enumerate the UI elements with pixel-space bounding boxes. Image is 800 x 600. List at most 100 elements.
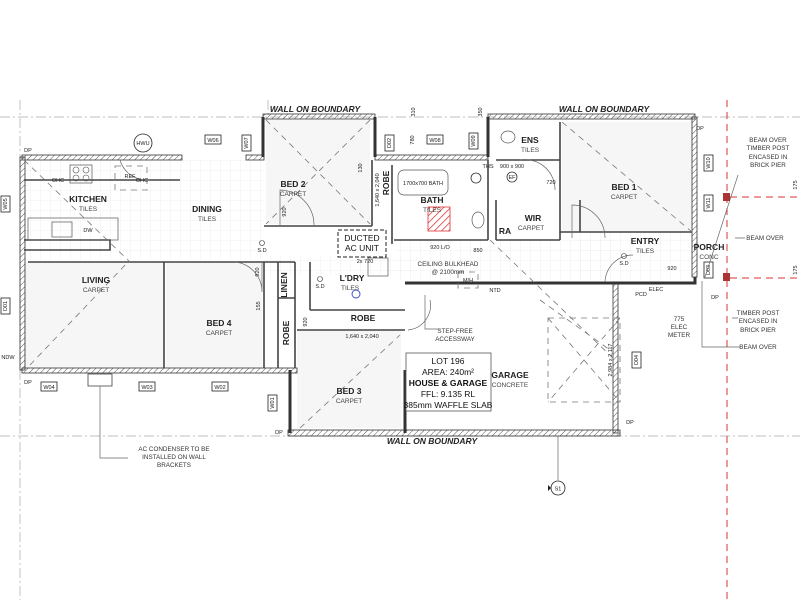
dim-label: 1,640 x 2,040 [375,173,381,206]
timber-post-note: BRICK PIER [740,327,776,334]
garage-door-outline [547,317,621,403]
elec-meter-note: 775 [674,316,685,323]
room-ensuite: ENS [521,135,539,145]
opening-tags: W04 W03 W02 W06 W08 W01 D01 W05 W07 D02 … [0,132,714,412]
boundary-label: WALL ON BOUNDARY [387,436,479,446]
toilet-icon [471,211,485,229]
robe-bed2: ROBE [381,170,391,195]
ac-condenser-note: INSTALLED ON WALL [142,454,206,461]
dim-label: 920 [303,317,309,326]
ohc-label: OHC [52,178,64,184]
laundry-exhaust-fan-icon [351,289,361,299]
fridge-space [114,165,148,191]
ntd-label: NTD [489,288,500,294]
room-porch: PORCH [694,242,725,252]
smoke-detector-icon [317,276,323,282]
ths-label: THS [483,164,494,170]
dim-label: 720 [546,180,555,186]
room-bed2: BED 2 [280,179,305,189]
ducted-ac-label: DUCTED [344,233,379,243]
laundry-tub-icon [367,257,389,277]
dishwasher-label: DW [83,228,93,234]
lot-type: HOUSE & GARAGE [409,378,488,388]
hot-water-unit-icon [133,133,153,153]
sink-icon [51,221,73,238]
dim-label: 1,640 x 2,040 [345,334,378,340]
elec-meter-note: ELEC [671,324,688,331]
room-finish: TILES [423,207,442,214]
dim-label: 920 L/O [430,245,450,251]
room-finish: TILES [636,248,655,255]
tag-w02: W02 [214,385,225,391]
manhole-label: M/H [463,278,473,284]
hwu-label: HWU [136,141,149,147]
beam-note: BEAM OVER [739,344,777,351]
timber-post-note: ENCASED IN [739,318,778,325]
smoke-detectors: S.D S.D S.D [257,240,629,290]
room-living: LIVING [82,275,111,285]
lot-number: LOT 196 [432,356,465,366]
tag-w09: W09 [471,135,477,146]
dim-label: 920 [255,267,261,276]
room-garage: GARAGE [491,370,529,380]
room-finish: TILES [341,285,360,292]
room-kitchen: KITCHEN [69,194,107,204]
beam-note: ENCASED IN [749,154,788,161]
ac-condenser-note: AC CONDENSER TO BE [138,446,209,453]
dim-label: 780 [410,135,416,144]
door-swings [119,159,634,331]
shower-drain-icon [470,172,482,184]
timber-post-note: TIMBER POST [737,310,780,317]
tag-w04: W04 [43,385,54,391]
boundary-label: WALL ON BOUNDARY [559,104,651,114]
robe-bed3: ROBE [351,313,376,323]
tag-w06: W06 [207,138,218,144]
ohc-label: OHC [136,178,148,184]
sd-label: S.D [315,284,324,290]
downpipe-label: DP [24,380,32,386]
dim-label: 2,984 x 2,117 [608,344,614,377]
walls [24,117,697,433]
pcd-label: PCD [635,292,647,298]
lot-area: AREA: 240m² [422,367,474,377]
tag-w07: W07 [244,137,250,148]
tag-w03: W03 [141,385,152,391]
bath-size-label: 1700x700 BATH [403,181,443,187]
beam-note: BRICK PIER [750,162,786,169]
room-bath: BATH [421,195,444,205]
wet-area-fixtures: 1700x700 BATH EF THS 900 x 900 [351,130,524,299]
dim-label: 310 [411,107,417,116]
room-finish: CONC [699,254,718,261]
brick-pier-icon [723,273,730,281]
room-finish: CARPET [336,398,362,405]
wet-area-hatch [427,206,451,232]
dim-label: 2x 720 [357,259,374,265]
smoke-detector-icon [621,253,627,259]
brick-pier-icon [723,193,730,201]
downpipe-label: DP [711,295,719,301]
exhaust-fan-icon [506,171,518,183]
sd-label: S.D [619,261,628,267]
dim-label: 850 [473,248,482,254]
bath-tub-icon [397,169,449,196]
downpipe-label: DP [24,148,32,154]
room-wir: WIR [525,213,542,223]
boundary-label: WALL ON BOUNDARY [270,104,362,114]
beam-note: BEAM OVER [746,235,784,242]
robe-ra: RA [499,226,511,236]
ndw-label: NDW [1,355,15,361]
room-bed1: BED 1 [611,182,636,192]
lot-info-box: LOT 196 AREA: 240m² HOUSE & GARAGE FFL: … [404,352,493,412]
dim-label: 350 [478,107,484,116]
ducted-ac-unit: DUCTED AC UNIT [337,229,387,258]
ref-label: REF [125,174,137,180]
tag-d01: D01 [3,301,9,311]
ac-condenser-note: BRACKETS [157,462,191,469]
step-free-note: STEP-FREE [437,328,472,335]
room-finish: CARPET [280,191,306,198]
ef-label: EF [508,175,516,181]
beam-note: TIMBER POST [747,145,790,152]
elec-label: ELEC [649,287,663,293]
room-finish: TILES [198,216,217,223]
